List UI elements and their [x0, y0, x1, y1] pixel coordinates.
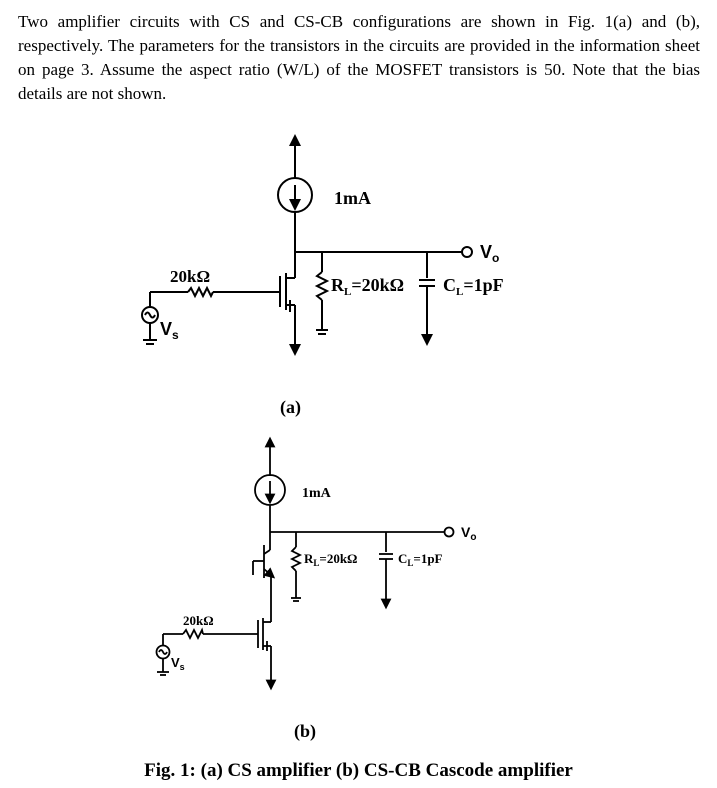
mosfet-b — [257, 618, 277, 691]
circuit-b — [155, 436, 455, 691]
input-resistor-b — [182, 627, 204, 641]
voltage-source-b — [155, 644, 171, 676]
load-capacitor-label-b: CL=1pF — [398, 551, 443, 568]
output-label-a: Vo — [480, 242, 499, 265]
figure-tag-b: (b) — [294, 721, 316, 742]
input-resistor-label-b: 20kΩ — [183, 613, 214, 628]
output-terminal-a[interactable] — [461, 246, 473, 258]
load-resistor-label-a: RL=20kΩ — [331, 275, 404, 298]
current-source-a — [277, 177, 313, 213]
current-source-b — [254, 474, 286, 506]
circuit-a — [141, 134, 473, 356]
current-source-label-b: 1mA — [302, 486, 332, 501]
load-capacitor-label-a: CL=1pF — [443, 275, 504, 298]
mosfet-a — [279, 273, 301, 356]
output-terminal-b[interactable] — [443, 526, 455, 538]
input-resistor-label-a: 20kΩ — [170, 267, 210, 286]
output-label-b: Vo — [461, 524, 476, 543]
bjt-b — [252, 545, 276, 622]
source-label-b: Vs — [171, 655, 185, 672]
load-resistor-b — [289, 546, 303, 572]
load-capacitor-b — [379, 553, 393, 560]
figure-caption: Fig. 1: (a) CS amplifier (b) CS-CB Casco… — [144, 760, 573, 781]
problem-statement: Two amplifier circuits with CS and CS-CB… — [18, 12, 700, 103]
load-resistor-a — [314, 271, 330, 301]
current-source-label-a: 1mA — [334, 188, 371, 208]
source-label-a: Vs — [160, 319, 179, 342]
input-resistor-a — [187, 285, 214, 299]
load-resistor-label-b: RL=20kΩ — [304, 551, 357, 568]
voltage-source-a — [141, 306, 159, 345]
figure-tag-a: (a) — [280, 397, 301, 418]
load-capacitor-a — [419, 279, 435, 287]
